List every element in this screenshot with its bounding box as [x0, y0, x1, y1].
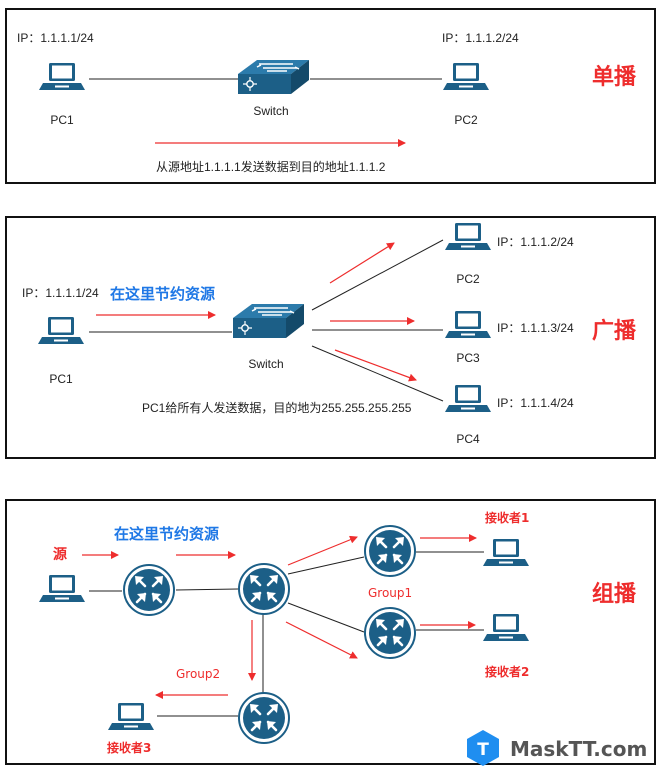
broadcast-panel [5, 216, 656, 459]
broadcast-pc3-ip: IP：1.1.1.3/24 [497, 321, 574, 335]
unicast-pc1-ip: IP：1.1.1.1/24 [17, 31, 94, 45]
watermark: T MaskTT.com [467, 730, 647, 766]
group1-label: Group1 [368, 586, 412, 600]
broadcast-pc2-name: PC2 [456, 272, 480, 286]
broadcast-save-note: 在这里节约资源 [110, 285, 215, 303]
laptop-icon [39, 63, 85, 90]
router-icon [122, 563, 176, 617]
laptop-icon [483, 614, 529, 641]
watermark-text: MaskTT.com [510, 737, 647, 761]
broadcast-caption: PC1给所有人发送数据，目的地为255.255.255.255 [142, 400, 412, 415]
router-icon [237, 691, 291, 745]
broadcast-pc2-ip: IP：1.1.1.2/24 [497, 235, 574, 249]
unicast-caption: 从源地址1.1.1.1发送数据到目的地址1.1.1.2 [156, 159, 386, 174]
receiver1-label: 接收者1 [485, 510, 529, 525]
laptop-icon [445, 223, 491, 250]
multicast-panel [5, 499, 656, 765]
switch-icon [237, 59, 310, 95]
laptop-icon [483, 539, 529, 566]
laptop-icon [443, 63, 489, 90]
broadcast-pc4-name: PC4 [456, 432, 480, 446]
unicast-switch-name: Switch [253, 104, 288, 118]
unicast-pc1-name: PC1 [50, 113, 74, 127]
logo-icon [467, 730, 499, 766]
laptop-icon [445, 311, 491, 338]
broadcast-title: 广播 [592, 318, 637, 344]
unicast-pc2-ip: IP：1.1.1.2/24 [442, 31, 519, 45]
unicast-pc2-name: PC2 [454, 113, 478, 127]
broadcast-pc4-ip: IP：1.1.1.4/24 [497, 396, 574, 410]
router-icon [363, 606, 417, 660]
multicast-save-note: 在这里节约资源 [114, 525, 219, 543]
laptop-icon [39, 575, 85, 602]
group2-label: Group2 [176, 667, 220, 681]
router-icon [237, 562, 291, 616]
broadcast-pc1-ip: IP：1.1.1.1/24 [22, 286, 99, 300]
logo-letter: T [477, 740, 489, 760]
broadcast-switch-name: Switch [248, 357, 283, 371]
unicast-panel [5, 8, 656, 184]
broadcast-pc1-name: PC1 [49, 372, 73, 386]
router-icon [363, 524, 417, 578]
laptop-icon [38, 317, 84, 344]
receiver2-label: 接收者2 [485, 664, 529, 679]
laptop-icon [445, 385, 491, 412]
multicast-title: 组播 [592, 581, 637, 607]
laptop-icon [108, 703, 154, 730]
unicast-title: 单播 [592, 65, 637, 90]
switch-icon [232, 303, 305, 339]
multicast-source-label: 源 [53, 546, 67, 563]
receiver3-label: 接收者3 [107, 740, 151, 755]
broadcast-pc3-name: PC3 [456, 351, 480, 365]
